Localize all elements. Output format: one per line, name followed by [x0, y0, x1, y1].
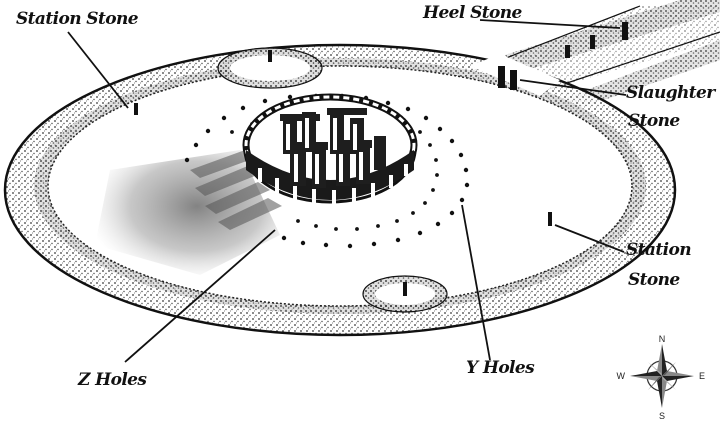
- compass-north: N: [659, 334, 666, 344]
- label-slaughter-line2: Stone: [628, 111, 680, 131]
- compass-east: E: [699, 371, 705, 381]
- label-z-holes: Z Holes: [78, 370, 146, 390]
- label-y-holes: Y Holes: [466, 358, 534, 378]
- label-slaughter-line1: Slaughter: [626, 83, 715, 103]
- compass-rose: N S E W: [617, 334, 706, 421]
- compass-west: W: [617, 371, 626, 381]
- label-station-right-line2: Stone: [628, 270, 680, 290]
- label-station-right-line1: Station: [626, 240, 691, 260]
- compass-south: S: [659, 411, 665, 421]
- label-station-stone-top: Station Stone: [16, 9, 138, 29]
- label-heel-stone: Heel Stone: [423, 3, 522, 23]
